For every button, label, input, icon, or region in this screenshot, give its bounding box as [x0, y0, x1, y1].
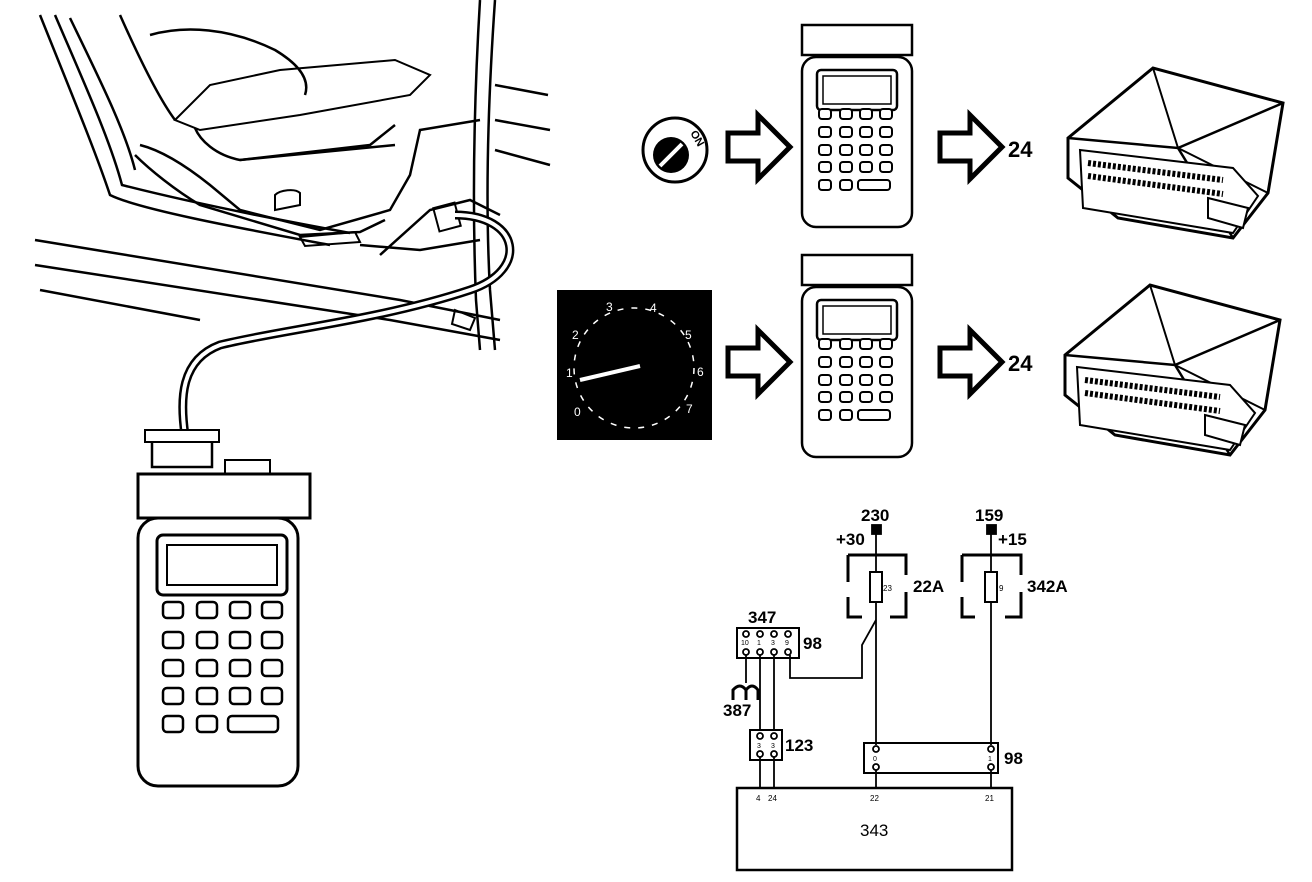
- connector-123-pin: 3: [771, 743, 775, 750]
- handheld-tester-bottom: [800, 253, 914, 459]
- ecu-pin: 4: [756, 794, 761, 803]
- connector-98-label: 98: [1004, 749, 1023, 768]
- tach-tick: 1: [566, 366, 573, 380]
- connector-347-pin: 10: [741, 640, 749, 647]
- tach-tick: 2: [572, 328, 579, 342]
- supply-159-number: 159: [975, 506, 1003, 525]
- ignition-key-icon: ON: [641, 116, 709, 184]
- connector-347-ref: 98: [803, 634, 822, 653]
- connector-347-pin: 3: [771, 640, 775, 647]
- diagnostic-cable: [178, 210, 515, 436]
- tach-tick: 7: [686, 402, 693, 416]
- terminal-230: [871, 524, 882, 535]
- connector-123-label: 123: [785, 736, 813, 755]
- connector-347-label: 347: [748, 608, 776, 627]
- fault-code-top: 24: [1008, 137, 1033, 162]
- supply-159-voltage: +15: [998, 530, 1027, 549]
- ground-387-label: 387: [723, 701, 751, 720]
- terminal-159: [986, 524, 997, 535]
- arrow-icon: [728, 330, 790, 394]
- tach-tick: 6: [697, 365, 704, 379]
- ecu-unit-bottom: [1065, 285, 1280, 455]
- connector-123-pin: 3: [757, 743, 761, 750]
- ecu-pin: 21: [985, 794, 994, 803]
- ecu-unit-top: [1068, 68, 1283, 238]
- tach-tick: 5: [685, 328, 692, 342]
- arrow-icon: [728, 115, 790, 179]
- fuse-342a-pin: 9: [999, 584, 1004, 593]
- arrow-icon: [940, 330, 1002, 394]
- tach-tick: 0: [574, 405, 581, 419]
- connector-98-pin: 1: [988, 756, 992, 763]
- handheld-tester-large: [136, 429, 312, 788]
- ecu-pin: 24: [768, 794, 777, 803]
- fuse-22a-pin: 23: [883, 584, 892, 593]
- fault-code-bottom: 24: [1008, 351, 1033, 376]
- fuse-342a-label: 342A: [1027, 577, 1068, 596]
- tach-tick: 4: [650, 301, 657, 315]
- connector-98-pin: 0: [873, 756, 877, 763]
- ecu-pin: 22: [870, 794, 879, 803]
- connector-347-pin: 9: [785, 640, 789, 647]
- fuse-22a-label: 22A: [913, 577, 944, 596]
- supply-230-number: 230: [861, 506, 889, 525]
- supply-230-voltage: +30: [836, 530, 865, 549]
- ecu-343-label: 343: [860, 821, 888, 840]
- arrow-icon: [940, 115, 1002, 179]
- tachometer-gauge: 0 1 2 3 4 5 6 7: [557, 290, 712, 440]
- handheld-tester-top: [800, 23, 914, 229]
- tach-tick: 3: [606, 300, 613, 314]
- wiring-diagram: [731, 524, 1023, 872]
- wiring-labels: 230 +30 159 +15 23 22A 9 342A 347 98 10 …: [723, 506, 1068, 840]
- car-seat-scene: [34, 0, 551, 351]
- connector-347-pin: 1: [757, 640, 761, 647]
